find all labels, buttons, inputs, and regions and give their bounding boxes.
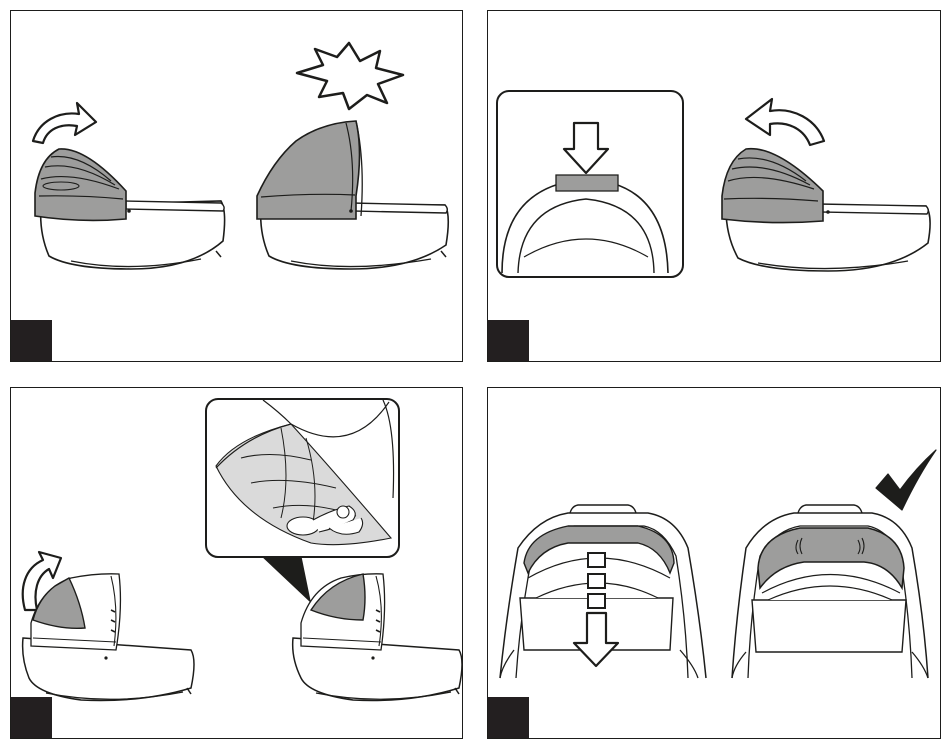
- step-3-illustration: [11, 388, 463, 739]
- step-panel-3: [10, 387, 463, 739]
- curved-arrow-icon: [33, 103, 96, 143]
- carrycot-front-view: [500, 505, 706, 678]
- checkmark-icon: [876, 450, 936, 510]
- step-panel-1: [10, 10, 463, 362]
- step-number-tab: [488, 320, 529, 361]
- magnifier-inset: [497, 91, 683, 277]
- carrycot-front-view: [732, 505, 928, 678]
- magnifier-inset: [206, 399, 399, 603]
- carrycot-sun-visor: [293, 574, 462, 701]
- carrycot-hood-folded: [722, 149, 930, 271]
- step-number-tab: [488, 697, 529, 738]
- curved-arrow-back-icon: [746, 99, 824, 145]
- step-number-tab: [11, 697, 52, 738]
- step-4-illustration: [488, 388, 941, 739]
- step-panel-4: [487, 387, 941, 739]
- starburst-icon: [297, 43, 403, 109]
- step-1-illustration: [11, 11, 463, 362]
- carrycot-sun-visor: [23, 574, 194, 701]
- step-number-tab: [11, 320, 52, 361]
- step-2-illustration: [488, 11, 941, 362]
- carrycot-hood-open: [257, 121, 448, 269]
- carrycot-hood-folded: [35, 149, 225, 269]
- step-panel-2: [487, 10, 941, 362]
